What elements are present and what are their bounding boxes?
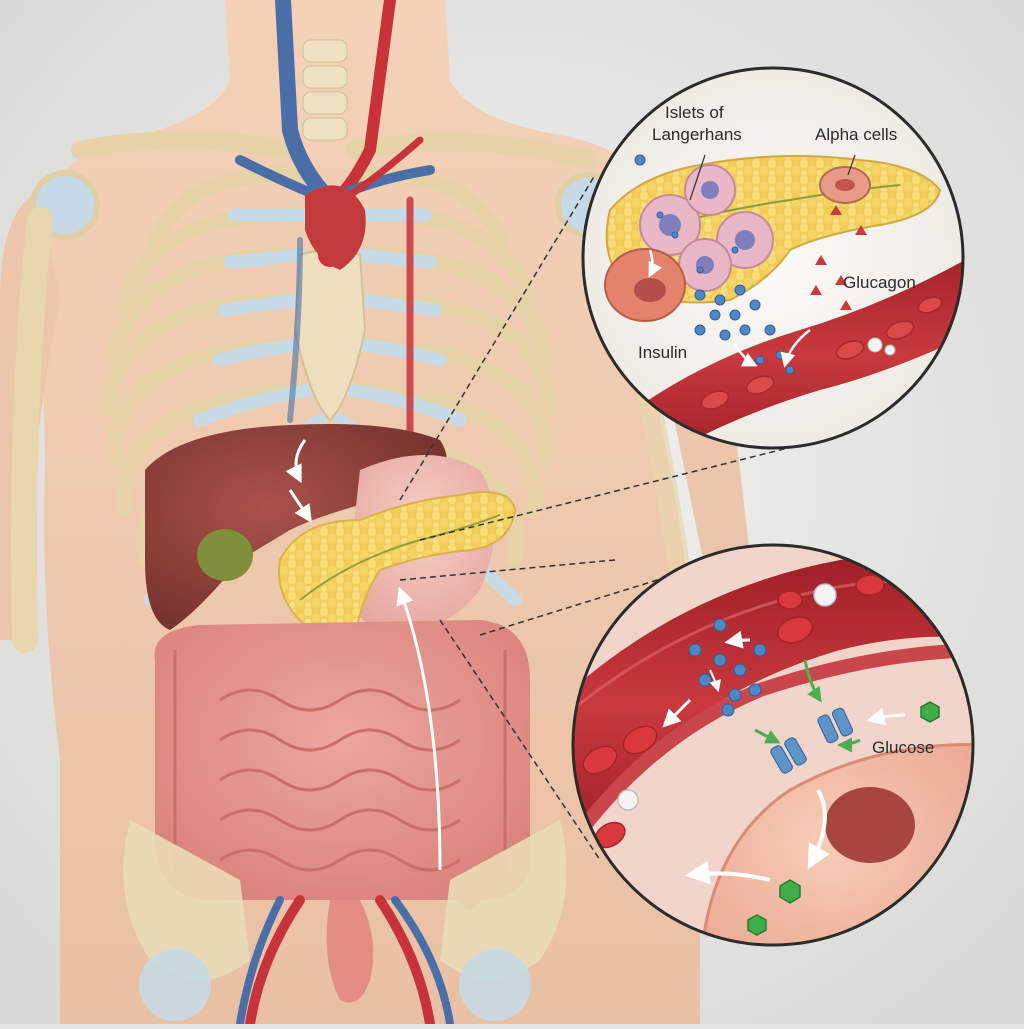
insulin-receptors [770,707,854,774]
islets-pointer [689,154,706,201]
gallbladder [197,529,253,581]
glucagon-particles [810,205,867,310]
iliac-vessels [236,895,454,1029]
heart [305,185,366,270]
label-insulin: Insulin [638,343,687,362]
humerus-left [11,207,53,653]
flow-arrow-liver [285,439,307,484]
inset-islets: Islets of Langerhans Alpha cells Glucago… [581,66,965,450]
alpha-pointer [847,154,856,176]
label-glucose: Glucose [872,738,934,757]
clavicles [71,131,599,169]
blood-vessel [573,552,973,860]
inset-top-border [581,66,965,450]
flow-arrow-pancreas [288,489,312,523]
label-alpha-cells: Alpha cells [815,125,897,144]
insulin-molecules [688,618,767,717]
flow-arrow-up [396,586,442,871]
label-islets-line1: Islets of [665,103,724,122]
insulin-granules [634,154,795,375]
inset-bottom-border [571,543,975,947]
red-blood-cells-bottom [582,574,885,849]
white-cells-bottom [617,583,837,811]
spine [302,39,348,141]
label-glucagon: Glucagon [843,273,916,292]
label-islets-line2: Langerhans [652,125,742,144]
red-blood-cells-top [700,296,943,410]
white-cells-top [867,337,896,356]
pelvis [123,820,567,1021]
capillary [620,240,963,448]
cell-nucleus [825,787,915,863]
intestines [154,620,530,1003]
glucose-molecules [747,701,940,936]
islet-cells [639,164,774,292]
pancreatic-duct [299,514,501,601]
